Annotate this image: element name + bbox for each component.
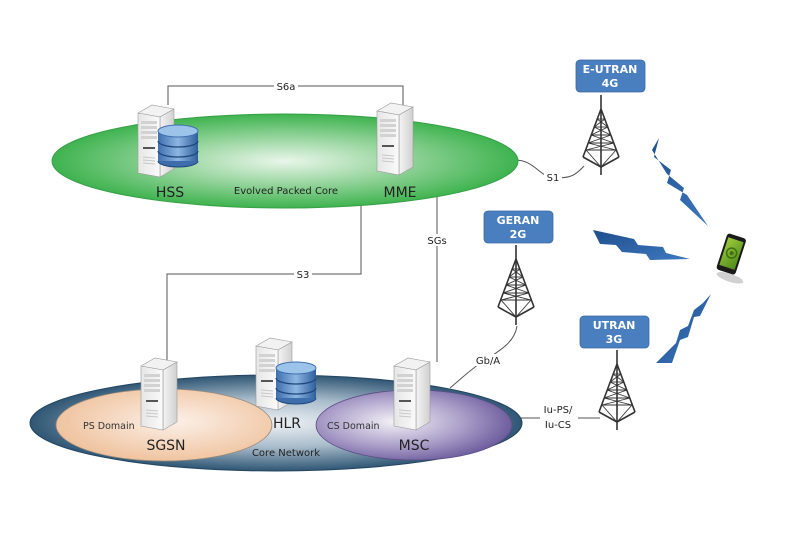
server-icon [140,357,178,431]
ran-eutran-name: E-UTRAN [583,63,638,76]
ran-eutran-gen: 4G [602,77,619,90]
evolved-packet-core: Evolved Packed Core [51,113,519,209]
ran-utran: UTRAN 3G [579,315,650,431]
hss-label: HSS [156,185,184,201]
msc-label: MSC [399,438,430,454]
signal-bolt-2g-icon [593,230,690,260]
node-hlr: HLR [255,337,317,432]
server-icon [393,357,431,431]
server-icon [376,102,414,176]
link-s1-label: S1 [547,173,560,184]
ps-domain-label: PS Domain [83,421,135,432]
ran-eutran-box [575,59,646,93]
cell-tower-icon [582,94,620,176]
epc-label: Evolved Packed Core [234,186,338,197]
cs-domain-label: CS Domain [327,421,380,432]
ran-geran-name: GERAN [497,214,540,227]
ran-utran-name: UTRAN [593,319,636,332]
node-msc: MSC [393,357,431,454]
cell-tower-icon [598,349,636,431]
smartphone-icon [716,233,746,284]
ran-eutran: E-UTRAN 4G [575,59,646,176]
database-icon [275,361,317,405]
radio-signals [593,138,711,363]
mme-label: MME [383,185,416,201]
link-iu-cs-label: Iu-CS [545,420,571,431]
node-hss: HSS [137,104,199,201]
hlr-label: HLR [273,416,301,432]
ran-geran-box [483,210,554,244]
node-sgsn: SGSN [140,357,186,454]
cell-tower-icon [497,244,535,326]
signal-bolt-4g-icon [652,138,708,226]
signal-bolt-3g-icon [656,294,711,363]
ran-utran-gen: 3G [606,333,623,346]
sgsn-label: SGSN [146,438,185,454]
link-iu-ps-label: Iu-PS/ [544,405,573,416]
link-s6a-label: S6a [277,82,296,93]
link-sgs-label: SGs [427,236,446,247]
ran-geran: GERAN 2G [483,210,554,326]
link-s3-line [166,140,362,360]
ran-utran-box [579,315,650,349]
database-icon [157,124,199,168]
link-gb-a-label: Gb/A [476,356,500,367]
link-labels: S6a S1 S3 SGs Gb/A Iu-PS/ Iu-CS [274,80,578,434]
node-mme: MME [376,102,417,201]
ran-geran-gen: 2G [510,228,527,241]
core-network-label: Core Network [252,448,320,459]
link-s3-label: S3 [297,270,310,281]
